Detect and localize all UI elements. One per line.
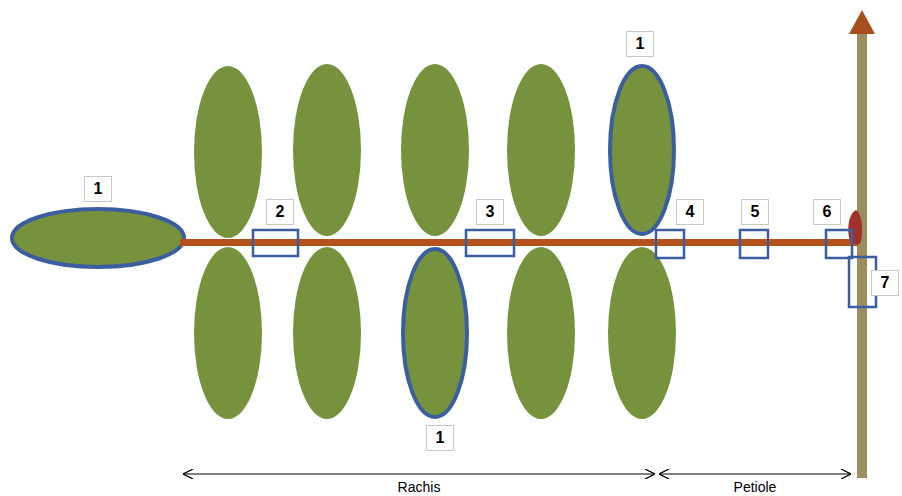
callout-number: 1 — [426, 425, 454, 451]
dimension-arrow — [660, 473, 850, 474]
callout-number: 5 — [741, 199, 769, 225]
callout-number: 6 — [813, 199, 841, 225]
rachis-line — [180, 239, 858, 246]
stem — [857, 30, 867, 478]
sample-boxes — [253, 230, 876, 307]
callout-number: 2 — [266, 199, 294, 225]
callout-number: 1 — [626, 31, 654, 57]
callout-number: 7 — [871, 270, 899, 296]
dimension-arrow — [184, 473, 654, 474]
callout-number: 1 — [84, 176, 112, 202]
callout-number: 4 — [676, 199, 704, 225]
stipule — [848, 210, 862, 244]
stem-arrowhead — [849, 10, 875, 34]
part-label: Rachis — [396, 479, 443, 495]
part-label: Petiole — [732, 479, 779, 495]
callout-number: 3 — [476, 199, 504, 225]
